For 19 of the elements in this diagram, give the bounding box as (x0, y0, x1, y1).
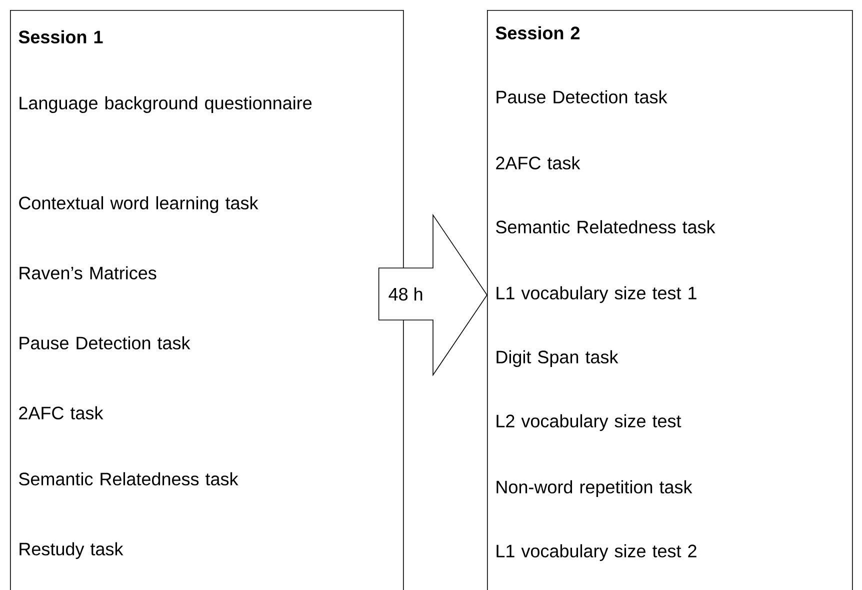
task-item: Contextual word learning task (19, 196, 258, 213)
session-heading: Session 2 (496, 26, 580, 40)
task-item: Digit Span task (496, 350, 618, 367)
task-item: 2AFC task (19, 406, 104, 420)
task-item: Semantic Relatedness task (496, 220, 716, 234)
task-item: L2 vocabulary size test (496, 414, 682, 431)
task-item: Non-word repetition task (496, 480, 692, 497)
edge-label: 48 h (387, 286, 424, 302)
task-item: Pause Detection task (20, 336, 190, 350)
task-item: Raven’s Matrices (20, 266, 156, 280)
session-heading: Session 1 (18, 30, 103, 44)
block-arrow (378, 214, 488, 376)
task-item: Restudy task (20, 542, 124, 559)
task-item: L1 vocabulary size test 1 (496, 286, 696, 303)
task-item: Language background questionnaire (20, 96, 312, 113)
task-item: Semantic Relatedness task (19, 472, 238, 486)
task-item: L1 vocabulary size test 2 (496, 544, 696, 561)
task-item: 2AFC task (496, 156, 580, 170)
task-item: Pause Detection task (496, 90, 668, 104)
